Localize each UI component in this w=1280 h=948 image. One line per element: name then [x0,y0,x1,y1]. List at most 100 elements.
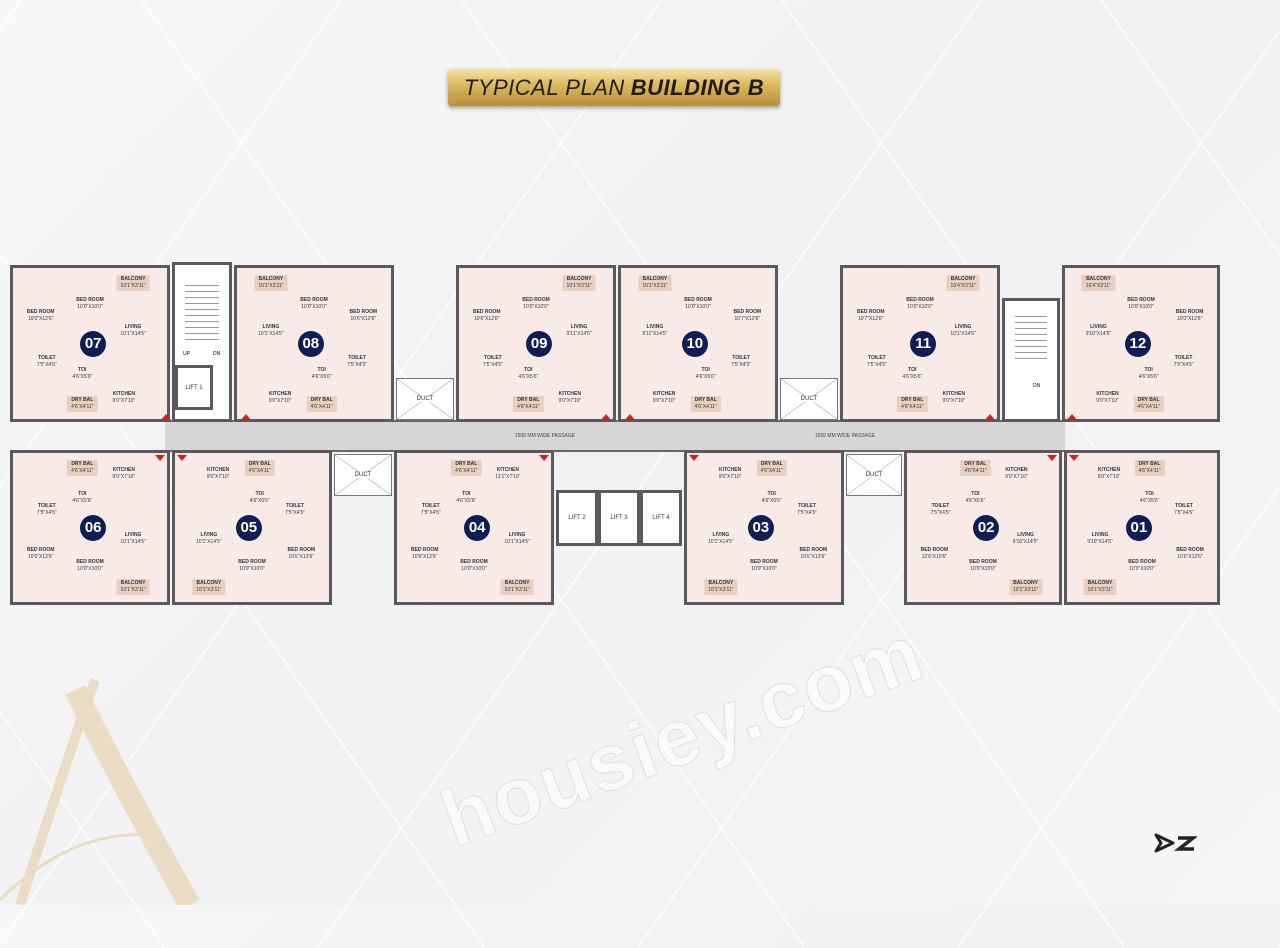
room-name: BED ROOM [76,297,104,304]
room-name: BALCONY [1087,580,1113,587]
room-name: BALCONY [708,580,734,587]
room-dimensions: 4'6"X4'11" [1137,403,1160,410]
room-name: BED ROOM [349,309,378,316]
room-dimensions: 4'6"X4'11" [248,467,271,474]
room-name: LIVING [262,324,280,331]
room-dimensions: 4'6"X5'6" [965,497,986,504]
room-name: TOI [78,366,87,373]
room-name: BED ROOM [460,559,488,566]
room-dimensions: 4'6"X5'6" [311,373,332,380]
room-name: TOI [1145,490,1154,497]
title-banner: TYPICAL PLAN BUILDING B [448,69,780,106]
room-dimensions: 12'6"X10'6" [921,554,948,561]
room-dimensions: 4'6"X5'6" [72,497,93,504]
room-name: LIVING [1017,532,1034,539]
entrance-marker-icon [985,414,995,420]
room-name: BED ROOM [76,559,104,566]
unit-number-badge: 05 [235,514,262,541]
room-name: BED ROOM [799,547,828,554]
room-dimensions: 10'1"X3'11" [258,283,284,290]
room-dimensions: 4'6"X5'6" [902,373,923,380]
room-dimensions: 7'5"X4'5" [797,509,818,516]
room-dimensions: 10'1"X3'11" [120,587,146,594]
room-dimensions: 10'4"X3'11" [950,283,976,290]
room-name: BED ROOM [920,547,949,554]
room-name: TOI [701,366,710,373]
lift-3: LIFT 3 [598,490,640,546]
room-name: LIVING [712,532,730,539]
room-name: BALCONY [258,276,284,283]
room-name: TOI [255,490,264,497]
room-dimensions: 10'1"X3'11" [1087,587,1113,594]
room-name: BED ROOM [1127,297,1155,304]
duct: DUCT [396,378,454,420]
room-dimensions: 9'10"X14'5" [1087,539,1113,546]
duct: DUCT [334,454,392,496]
room-dimensions: 10'1"X3'11" [120,283,146,290]
room-dimensions: 9'10"X14'5" [1085,331,1112,338]
room-dimensions: 7'5"X4'5" [1173,361,1194,368]
room-name: LIVING [508,532,526,539]
room-name: KITCHEN [1097,466,1121,473]
entrance-marker-icon [539,455,549,461]
room-dimensions: 7'5"X4'5" [420,509,441,516]
room-dimensions: 7'5"X4'5" [347,361,368,368]
room-dimensions: 4'6"X5'6" [72,373,93,380]
room-name: BED ROOM [472,309,501,316]
lift-2: LIFT 2 [556,490,598,546]
stair-up-label: UP [183,351,190,357]
room-name: TOI [1144,366,1153,373]
room-name: BED ROOM [287,547,316,554]
room-dimensions: 10'1"X14'5" [120,331,146,338]
room-name: BED ROOM [969,559,997,566]
room-name: BALCONY [504,580,530,587]
room-dimensions: 4'6"X5'6" [761,497,782,504]
room-dimensions: 4'6"X5'6" [456,497,477,504]
unit-number-badge: 03 [747,514,774,541]
passage-label: 1500 MM WIDE PASSAGE [514,433,576,439]
room-name: KITCHEN [112,466,135,473]
room-dimensions: 9'0"X7'10" [652,397,676,404]
room-dimensions: 9'11"X14'5" [566,331,592,338]
room-name: BED ROOM [410,547,439,554]
room-dimensions: 4'6"X4'11" [760,467,783,474]
entrance-marker-icon [1069,455,1079,461]
room-name: TOILET [1174,354,1193,361]
